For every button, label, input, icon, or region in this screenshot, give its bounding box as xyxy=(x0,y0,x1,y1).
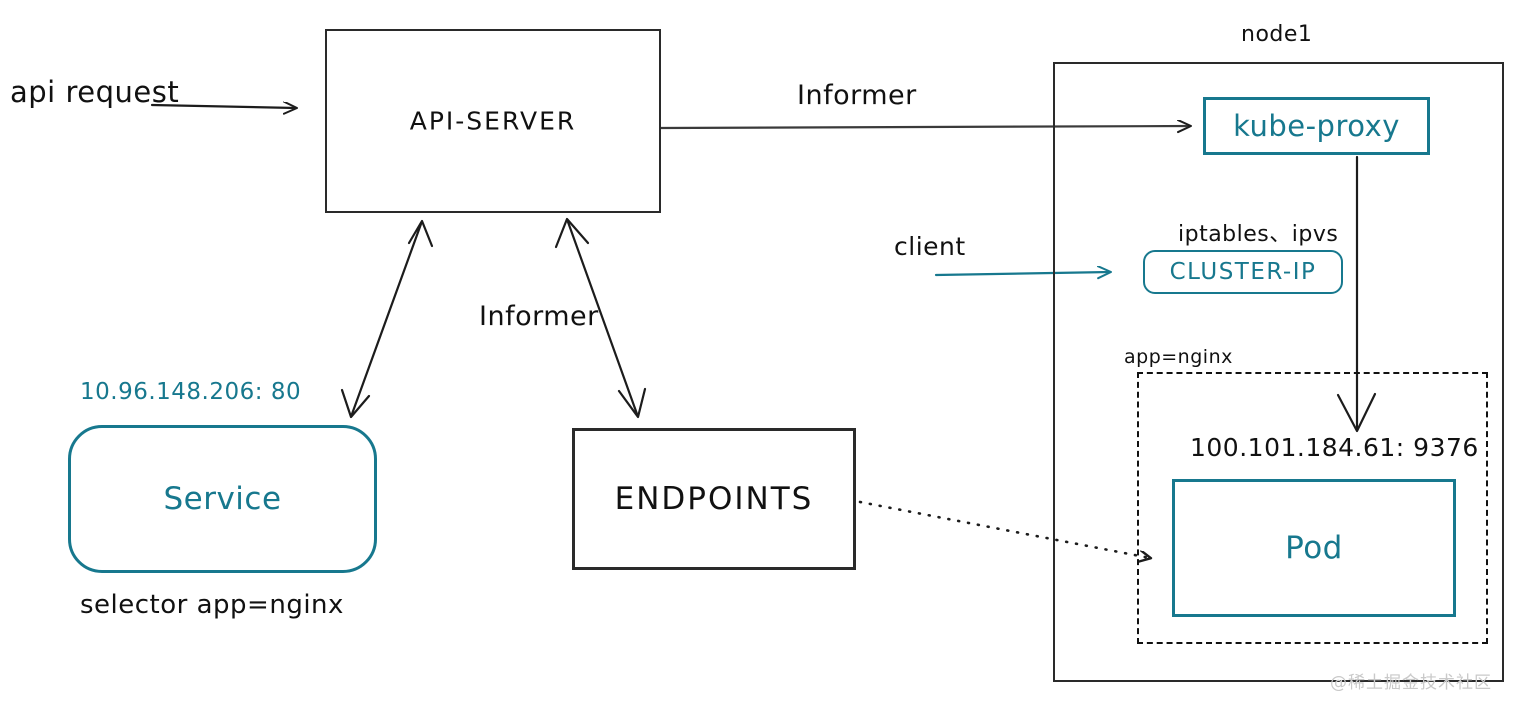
cluster-ip-label: CLUSTER-IP xyxy=(1169,259,1317,285)
edge-service-apiserver xyxy=(340,219,434,419)
node1-label: node1 xyxy=(1241,22,1313,47)
pod-group-box xyxy=(1137,372,1488,644)
service-label: Service xyxy=(163,481,282,517)
edge-endpoints-pod-dotted xyxy=(858,500,1150,558)
service-box[interactable]: Service xyxy=(68,425,377,573)
pod-label: Pod xyxy=(1285,530,1343,566)
api-request-label: api request xyxy=(10,75,180,109)
endpoints-label: ENDPOINTS xyxy=(614,481,814,517)
service-cluster-ip-text: 10.96.148.206: 80 xyxy=(80,379,302,405)
proxy-modes-label: iptables、ipvs xyxy=(1178,222,1339,247)
watermark-label: @稀土掘金技术社区 xyxy=(1330,673,1492,693)
kube-proxy-box[interactable]: kube-proxy xyxy=(1203,97,1430,155)
api-server-box[interactable]: API-SERVER xyxy=(325,29,661,213)
informer-bottom-label: Informer xyxy=(479,301,599,332)
edge-client-clusterip xyxy=(934,272,1110,275)
client-label: client xyxy=(894,232,966,261)
pod-ip-label: 100.101.184.61: 9376 xyxy=(1190,433,1479,462)
edge-informer-endpoints xyxy=(554,217,647,419)
kube-proxy-label: kube-proxy xyxy=(1233,109,1400,143)
pod-group-selector-label: app=nginx xyxy=(1124,346,1233,368)
edge-kubeproxy-pod xyxy=(1336,155,1377,433)
pod-box[interactable]: Pod xyxy=(1172,479,1456,617)
edge-informer-kubeproxy xyxy=(659,126,1190,128)
endpoints-box[interactable]: ENDPOINTS xyxy=(572,428,856,570)
node1-container xyxy=(1053,62,1504,682)
service-selector-text: selector app=nginx xyxy=(80,590,344,620)
edge-api-request xyxy=(150,105,296,108)
api-server-label: API-SERVER xyxy=(409,106,577,136)
informer-top-label: Informer xyxy=(797,80,917,111)
cluster-ip-box[interactable]: CLUSTER-IP xyxy=(1143,250,1343,294)
